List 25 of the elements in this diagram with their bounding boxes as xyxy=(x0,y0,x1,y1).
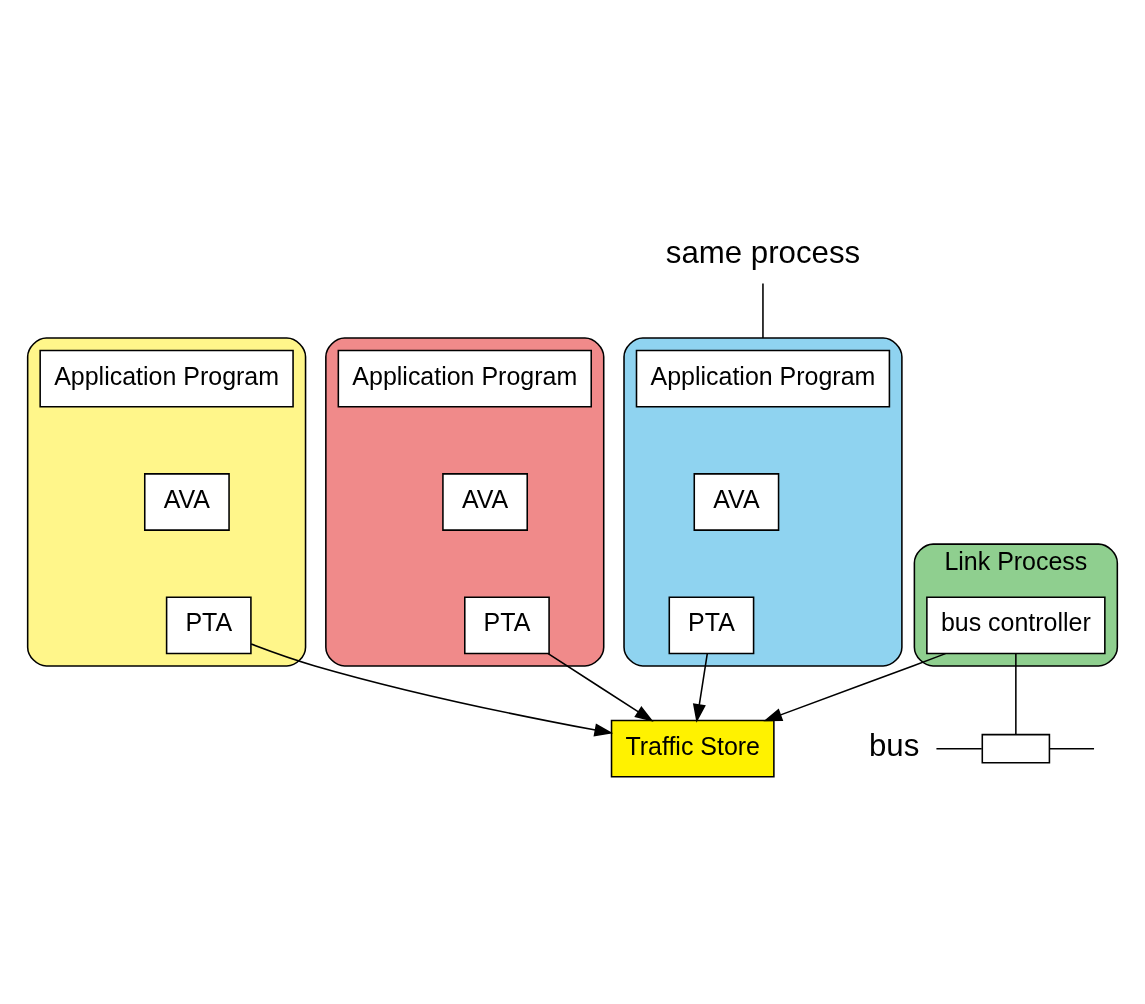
node-box: Application Program xyxy=(39,349,294,408)
node-box: Application Program xyxy=(337,349,592,408)
connector xyxy=(1048,747,1095,750)
arrow xyxy=(250,643,614,737)
node-text: same process xyxy=(665,235,861,271)
node-text: bus xyxy=(868,728,920,764)
arrow xyxy=(763,652,947,722)
cluster xyxy=(623,337,903,667)
node-box: bus controller xyxy=(926,596,1106,655)
node-box: PTA xyxy=(165,596,252,655)
node-box: PTA xyxy=(464,596,550,655)
connector xyxy=(935,747,983,750)
connector xyxy=(762,282,764,339)
node-box: AVA xyxy=(442,473,528,531)
cluster xyxy=(325,337,605,667)
node-box: PTA xyxy=(668,596,755,655)
cluster xyxy=(26,337,307,667)
connector xyxy=(1015,652,1017,736)
node-box: Traffic Store xyxy=(610,719,775,778)
node-box: AVA xyxy=(693,473,780,531)
node-box: Application Program xyxy=(635,349,891,408)
arrow xyxy=(547,652,654,722)
node-box xyxy=(981,733,1051,764)
node-box: AVA xyxy=(144,473,230,531)
arrow xyxy=(692,652,709,723)
